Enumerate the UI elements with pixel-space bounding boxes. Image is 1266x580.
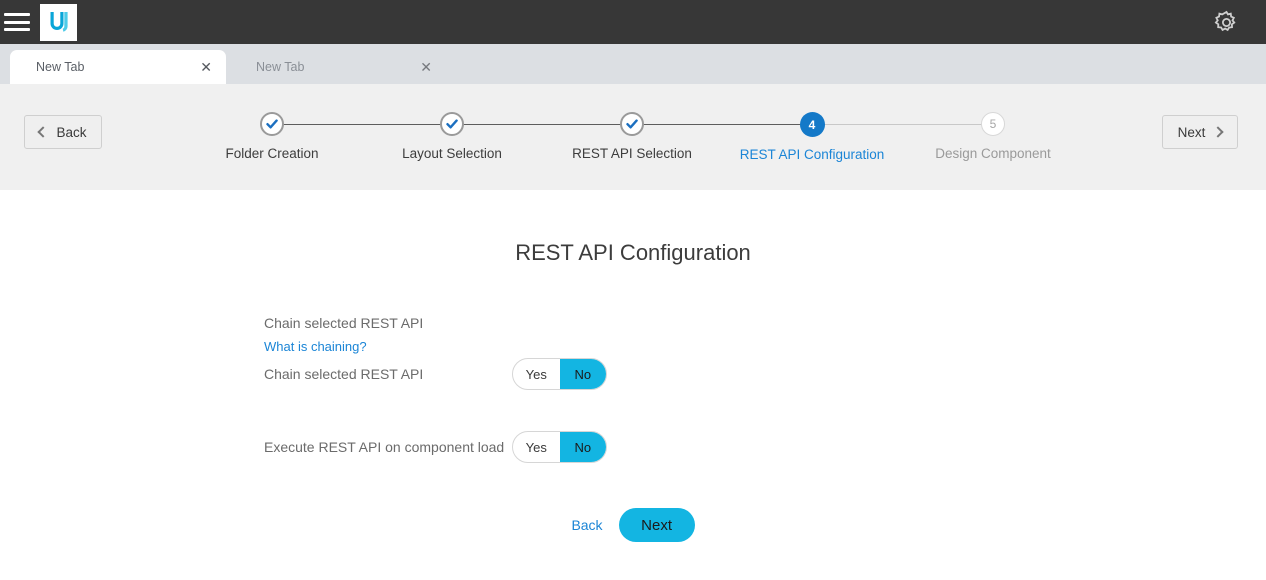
toolbar-back-button[interactable]: Back	[24, 115, 102, 149]
stepper-connector	[815, 124, 989, 125]
hamburger-menu-icon[interactable]	[4, 13, 30, 31]
stepper-step-rest-api-selection[interactable]: REST API Selection	[542, 112, 722, 161]
stepper: Folder Creation Layout Selection REST AP…	[190, 112, 1074, 182]
toolbar-next-label: Next	[1177, 124, 1206, 140]
field-label: Chain selected REST API	[264, 366, 424, 382]
step-marker-done	[620, 112, 644, 136]
configuration-form: Chain selected REST API What is chaining…	[264, 310, 607, 463]
tab-close-icon[interactable]: ✕	[200, 59, 212, 75]
toggle-option-yes[interactable]: Yes	[525, 439, 547, 455]
browser-tab-1[interactable]: New Tab ✕	[10, 50, 226, 84]
tab-bar: New Tab ✕ New Tab ✕	[0, 44, 1266, 84]
field-row-chain-selected-rest-api: Chain selected REST API Yes No	[264, 358, 607, 390]
stepper-connector	[632, 124, 810, 125]
stepper-step-rest-api-configuration[interactable]: 4 REST API Configuration	[722, 112, 902, 162]
toggle-chain-selected-rest-api[interactable]: Yes No	[512, 358, 607, 390]
hamburger-bar	[4, 20, 30, 24]
stepper-step-layout-selection[interactable]: Layout Selection	[362, 112, 542, 161]
field-row-execute-on-component-load: Execute REST API on component load Yes N…	[264, 431, 607, 463]
hamburger-bar	[4, 13, 30, 16]
step-marker-done	[440, 112, 464, 136]
step-label: Design Component	[935, 146, 1051, 161]
app-logo-uj-icon[interactable]	[40, 3, 77, 41]
step-label: REST API Selection	[572, 146, 692, 161]
browser-tab-2[interactable]: New Tab ✕	[230, 50, 446, 84]
step-marker-done	[260, 112, 284, 136]
step-marker-todo: 5	[981, 112, 1005, 136]
toggle-execute-on-component-load[interactable]: Yes No	[512, 431, 607, 463]
step-label: Folder Creation	[225, 146, 319, 161]
stepper-connector	[272, 124, 450, 125]
top-app-bar	[0, 0, 1266, 44]
form-actions: Back Next	[0, 508, 1266, 542]
step-label: Layout Selection	[402, 146, 502, 161]
form-back-button[interactable]: Back	[571, 517, 603, 533]
toggle-option-yes[interactable]: Yes	[525, 366, 547, 382]
step-label: REST API Configuration	[739, 147, 885, 162]
toggle-option-no[interactable]: No	[559, 359, 606, 389]
step-marker-current: 4	[799, 112, 825, 137]
main-content: REST API Configuration Chain selected RE…	[0, 190, 1266, 580]
hamburger-bar	[4, 28, 30, 31]
field-label: Execute REST API on component load	[264, 439, 505, 455]
stepper-connector	[452, 124, 630, 125]
chevron-right-icon	[1212, 126, 1225, 138]
chevron-left-icon	[37, 126, 50, 138]
stepper-step-folder-creation[interactable]: Folder Creation	[182, 112, 362, 161]
tab-label: New Tab	[256, 60, 305, 74]
tab-close-icon[interactable]: ✕	[420, 59, 432, 75]
toggle-option-no[interactable]: No	[559, 432, 606, 462]
toolbar-back-label: Back	[56, 124, 87, 140]
stepper-step-design-component[interactable]: 5 Design Component	[903, 112, 1083, 161]
gear-icon[interactable]	[1213, 9, 1240, 36]
what-is-chaining-link[interactable]: What is chaining?	[264, 339, 367, 354]
form-next-button[interactable]: Next	[618, 508, 695, 542]
wizard-stepper-band: Back Next Folder Creation L	[0, 84, 1266, 190]
page-title: REST API Configuration	[515, 240, 751, 265]
chaining-heading: Chain selected REST API	[264, 315, 424, 331]
toolbar-next-button[interactable]: Next	[1162, 115, 1238, 149]
tab-label: New Tab	[36, 60, 85, 74]
